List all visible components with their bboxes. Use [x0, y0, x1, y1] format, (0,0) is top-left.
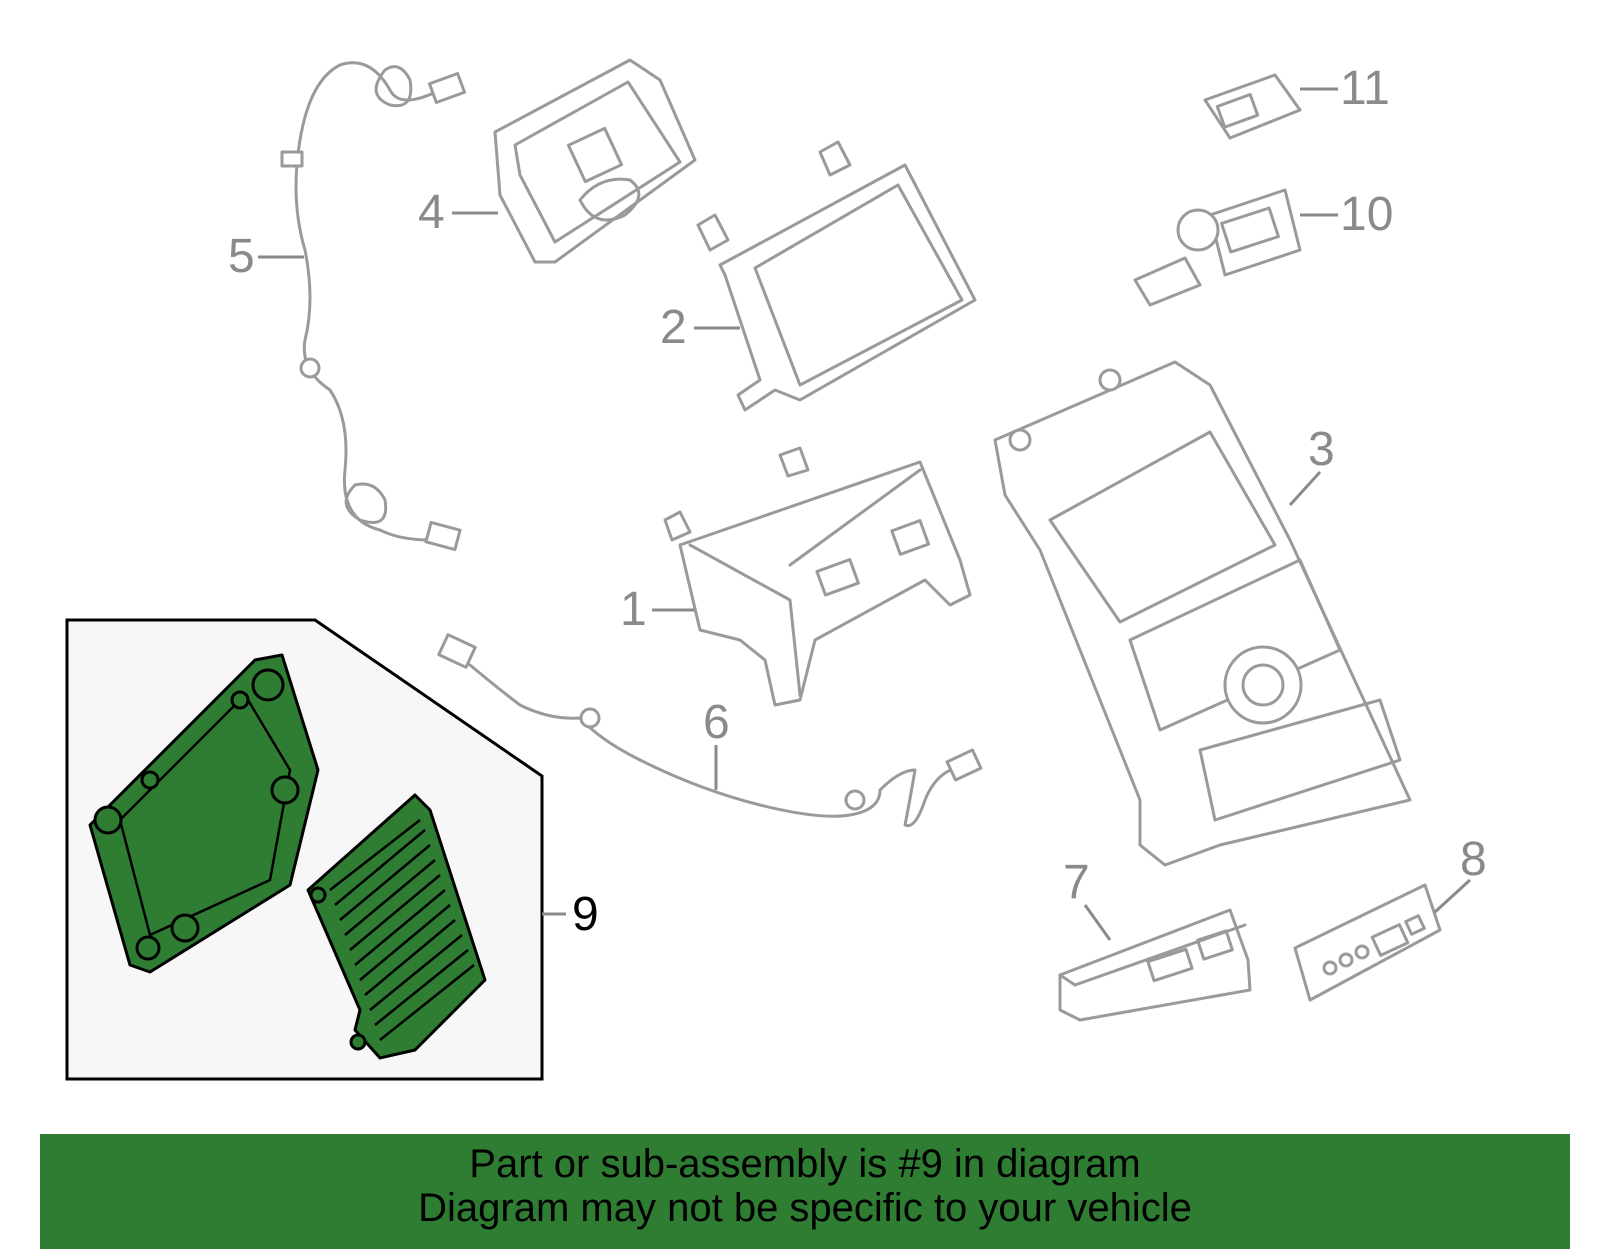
callout-1: 1	[620, 583, 647, 636]
callout-7: 7	[1063, 856, 1090, 909]
callout-9: 9	[572, 888, 599, 941]
part-10-usb-module[interactable]	[1133, 188, 1302, 307]
part-1-radio-chassis[interactable]	[663, 446, 972, 707]
info-banner: Part or sub-assembly is #9 in diagram Di…	[40, 1134, 1570, 1249]
callout-11: 11	[1340, 62, 1390, 115]
callout-3: 3	[1308, 423, 1335, 476]
leader-7	[1083, 904, 1112, 941]
banner-line-1: Part or sub-assembly is #9 in diagram	[469, 1142, 1141, 1186]
part-2-display[interactable]	[696, 140, 977, 412]
callout-5: 5	[228, 230, 255, 283]
part-5-wiring-harness[interactable]	[280, 61, 467, 552]
callout-2: 2	[660, 301, 687, 354]
leader-8	[1433, 878, 1472, 914]
part-4-module[interactable]	[493, 58, 697, 264]
callout-10: 10	[1340, 188, 1393, 241]
part-3-center-bezel[interactable]	[993, 360, 1412, 867]
part-9-amplifier-bracket[interactable]	[88, 653, 320, 974]
callout-8: 8	[1460, 833, 1487, 886]
banner-line-2: Diagram may not be specific to your vehi…	[418, 1186, 1192, 1230]
part-7-control-module[interactable]	[1058, 908, 1252, 1022]
part-9-amplifier[interactable]	[306, 793, 487, 1060]
callout-6: 6	[703, 696, 730, 749]
part-11-module[interactable]	[1203, 73, 1302, 140]
leader-3	[1288, 470, 1322, 507]
part-8-switch-panel[interactable]	[1293, 883, 1442, 1002]
part-6-antenna-cable[interactable]	[437, 633, 983, 828]
part-9-inset[interactable]	[65, 618, 544, 1081]
callout-4: 4	[418, 186, 445, 239]
